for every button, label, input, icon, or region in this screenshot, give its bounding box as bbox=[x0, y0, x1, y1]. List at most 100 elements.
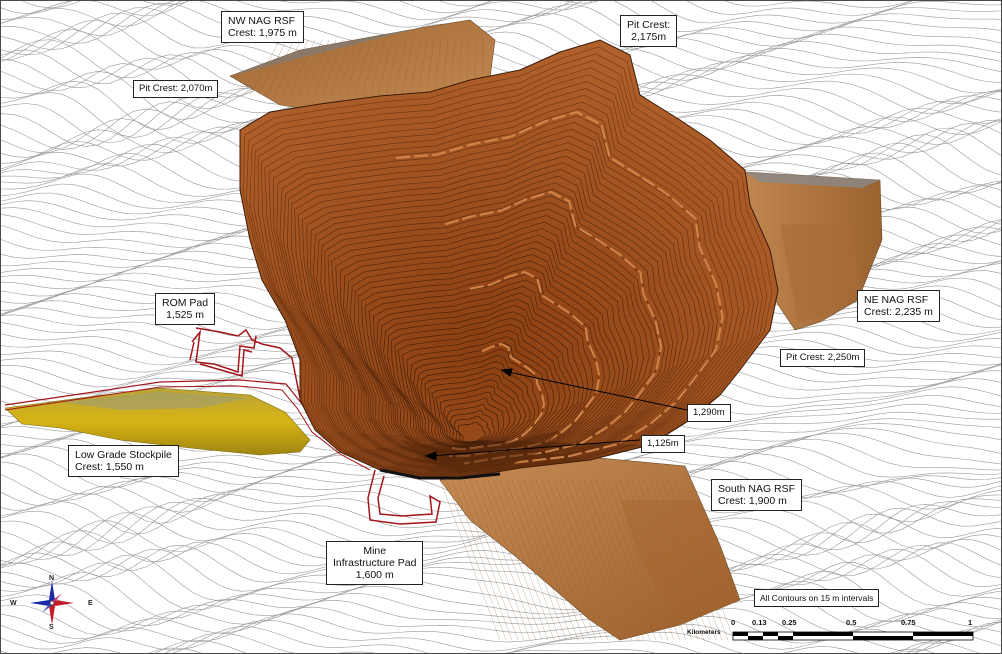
label-line: NE NAG RSF bbox=[864, 294, 929, 306]
pit-bench bbox=[335, 215, 650, 462]
compass-s: S bbox=[49, 624, 54, 631]
pit-bench bbox=[446, 403, 499, 444]
contour-line bbox=[0, 49, 1002, 90]
pit-bench bbox=[273, 101, 734, 473]
pit-bench bbox=[360, 260, 616, 458]
pit-bench bbox=[279, 115, 723, 472]
label-pit-crest-2250: Pit Crest: 2,250m bbox=[780, 349, 866, 367]
pit-bench bbox=[324, 195, 665, 464]
pit-bench bbox=[286, 128, 714, 470]
label-line: ROM Pad bbox=[162, 297, 209, 309]
contour-line bbox=[0, 554, 1002, 602]
scale-bar bbox=[732, 631, 974, 641]
pit-bench bbox=[276, 108, 728, 472]
label-line: Crest: 2,235 m bbox=[864, 306, 933, 318]
scale-tick-label: 0 bbox=[731, 618, 736, 627]
pit-bench bbox=[268, 94, 740, 474]
contour-line bbox=[0, 548, 1002, 593]
pit-bench bbox=[410, 342, 549, 450]
pit-bench bbox=[257, 74, 755, 476]
pit-bench bbox=[420, 361, 535, 448]
pit-bench bbox=[253, 67, 759, 476]
contour-line bbox=[0, 0, 917, 21]
label-line: Pit Crest: 2,070m bbox=[139, 83, 213, 94]
contour-line bbox=[0, 0, 915, 15]
pit-ramp bbox=[444, 190, 663, 465]
label-ne-nag-rsf: NE NAG RSF Crest: 2,235 m bbox=[857, 290, 940, 322]
pit-bench bbox=[402, 330, 561, 451]
label-line: South NAG RSF bbox=[718, 483, 796, 495]
label-line: Mine bbox=[363, 545, 387, 557]
pit-bench bbox=[353, 247, 625, 459]
pit-bench bbox=[376, 286, 594, 455]
pit-ramp bbox=[396, 110, 724, 465]
contour-line bbox=[145, 647, 939, 654]
label-mine-infrastructure-pad: Mine Infrastructure Pad 1,600 m bbox=[326, 541, 424, 585]
pit-bench bbox=[294, 142, 706, 469]
pit-bench bbox=[368, 273, 605, 457]
pit-bench bbox=[306, 162, 689, 467]
pit-bench bbox=[394, 317, 571, 452]
contour-line bbox=[0, 0, 1002, 28]
label-contour-note: All Contours on 15 m intervals bbox=[754, 589, 880, 607]
pit-bench bbox=[387, 305, 580, 454]
pit-bench bbox=[413, 348, 544, 449]
contour-line bbox=[0, 39, 1002, 81]
pit-bench bbox=[443, 397, 505, 445]
label-pit-crest-2175: Pit Crest: 2,175m bbox=[620, 15, 678, 47]
pit-bench bbox=[327, 202, 661, 463]
open-pit bbox=[239, 39, 779, 480]
contour-line bbox=[0, 626, 1002, 654]
pit-bench bbox=[346, 234, 634, 460]
contour-line bbox=[0, 571, 1002, 620]
scale-unit-label: Kilometers bbox=[687, 629, 721, 636]
pit-bench bbox=[406, 336, 555, 451]
contour-line bbox=[0, 7, 1002, 50]
label-line: 1,525 m bbox=[166, 309, 205, 321]
pit-bench bbox=[398, 323, 566, 452]
pit-bench bbox=[424, 367, 531, 448]
pit-bench bbox=[320, 188, 670, 465]
pit-bench bbox=[309, 169, 683, 467]
scale-tick-label: 0.13 bbox=[752, 618, 767, 627]
ne-nag-rsf bbox=[744, 171, 883, 331]
label-line: Low Grade Stockpile bbox=[75, 449, 172, 461]
label-line: Crest: 1,550 m bbox=[75, 461, 144, 473]
pit-bench bbox=[449, 409, 495, 444]
label-bench-1290: 1,290m bbox=[687, 404, 731, 422]
pit-bench bbox=[260, 81, 750, 475]
scale-tick-label: 0.5 bbox=[846, 618, 857, 627]
label-line: 1,600 m bbox=[355, 569, 394, 581]
pit-bench bbox=[331, 208, 656, 463]
compass-e: E bbox=[88, 600, 93, 607]
leader-lines bbox=[424, 368, 688, 461]
contour-line bbox=[0, 590, 1002, 632]
label-line: Crest: 1,975 m bbox=[228, 27, 297, 39]
label-line: NW NAG RSF bbox=[228, 15, 296, 27]
pit-bench bbox=[379, 292, 589, 455]
pit-bench bbox=[339, 221, 644, 462]
pit-bench bbox=[264, 88, 745, 474]
label-line: Pit Crest: 2,250m bbox=[786, 352, 860, 363]
label-line: Pit Crest: bbox=[627, 19, 671, 31]
pit-bench bbox=[343, 228, 639, 461]
pit-bench bbox=[312, 175, 678, 466]
south-nag-rsf bbox=[439, 457, 741, 641]
low-grade-stockpile bbox=[4, 387, 311, 456]
scale-tick-label: 0.25 bbox=[782, 618, 797, 627]
scale-tick-label: 0.75 bbox=[901, 618, 916, 627]
pit-bench bbox=[249, 60, 763, 477]
pit-bench bbox=[291, 135, 710, 470]
label-line: 2,175m bbox=[631, 31, 667, 43]
pit-bench bbox=[246, 53, 768, 478]
label-rom-pad: ROM Pad 1,525 m bbox=[155, 293, 216, 325]
label-line: 1,290m bbox=[693, 407, 725, 418]
label-line: 1,125m bbox=[647, 438, 679, 449]
pit-bench bbox=[427, 373, 527, 447]
label-line: All Contours on 15 m intervals bbox=[760, 593, 874, 603]
pit-bench bbox=[457, 421, 487, 443]
contour-line bbox=[0, 20, 1002, 63]
contour-line bbox=[0, 2, 1002, 44]
label-line: Crest: 1,900 m bbox=[718, 495, 787, 507]
pit-bench bbox=[243, 46, 773, 478]
